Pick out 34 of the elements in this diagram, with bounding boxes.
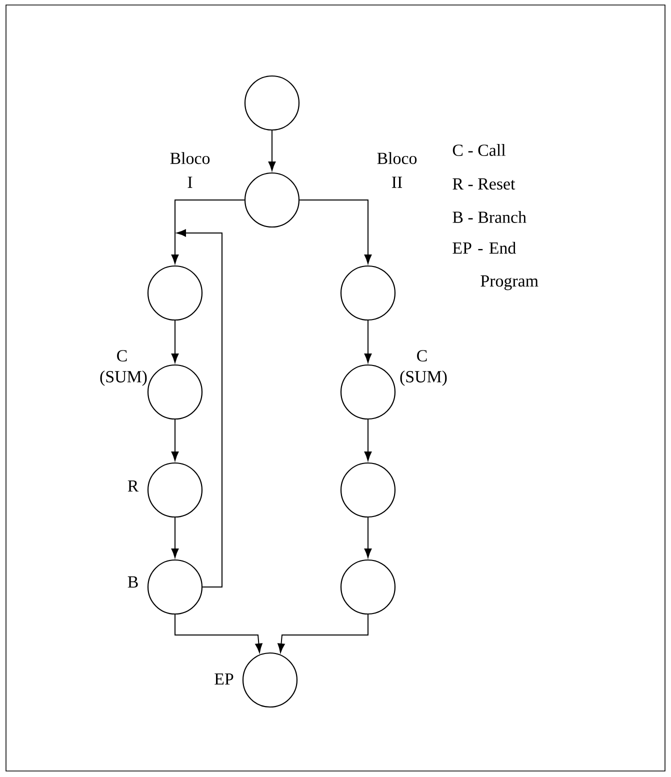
node-label: B <box>128 576 138 588</box>
node-label: R <box>128 480 139 492</box>
arrow <box>171 517 179 558</box>
arrow <box>174 614 262 653</box>
arrow <box>299 200 372 264</box>
block-label: Bloco II <box>377 152 417 188</box>
legend-text: C - Call <box>452 144 506 156</box>
arrow <box>364 320 372 363</box>
circle-node <box>340 462 396 518</box>
node-label: C (SUM) <box>100 350 147 386</box>
circle-node <box>147 364 203 420</box>
legend-text: B - Branch <box>452 211 526 223</box>
arrow <box>364 419 372 461</box>
circle-node <box>147 559 203 615</box>
block-label: Bloco I <box>170 152 210 188</box>
arrow <box>176 229 222 588</box>
circle-node <box>147 462 203 518</box>
arrow <box>171 200 245 264</box>
circle-node <box>340 265 396 321</box>
circle-node <box>340 559 396 615</box>
arrow <box>171 419 179 461</box>
node-label: EP <box>214 673 234 685</box>
circle-node <box>244 75 300 131</box>
circle-node <box>242 652 298 708</box>
arrow <box>171 320 179 363</box>
arrow <box>364 517 372 558</box>
legend-text: R - Reset <box>452 178 516 190</box>
arrow <box>278 614 368 653</box>
circle-node <box>244 172 300 228</box>
circle-node <box>340 364 396 420</box>
legend-text: EP - End Program <box>452 242 538 290</box>
arrow <box>268 130 276 171</box>
node-label: C (SUM) <box>400 350 447 386</box>
circle-node <box>147 265 203 321</box>
